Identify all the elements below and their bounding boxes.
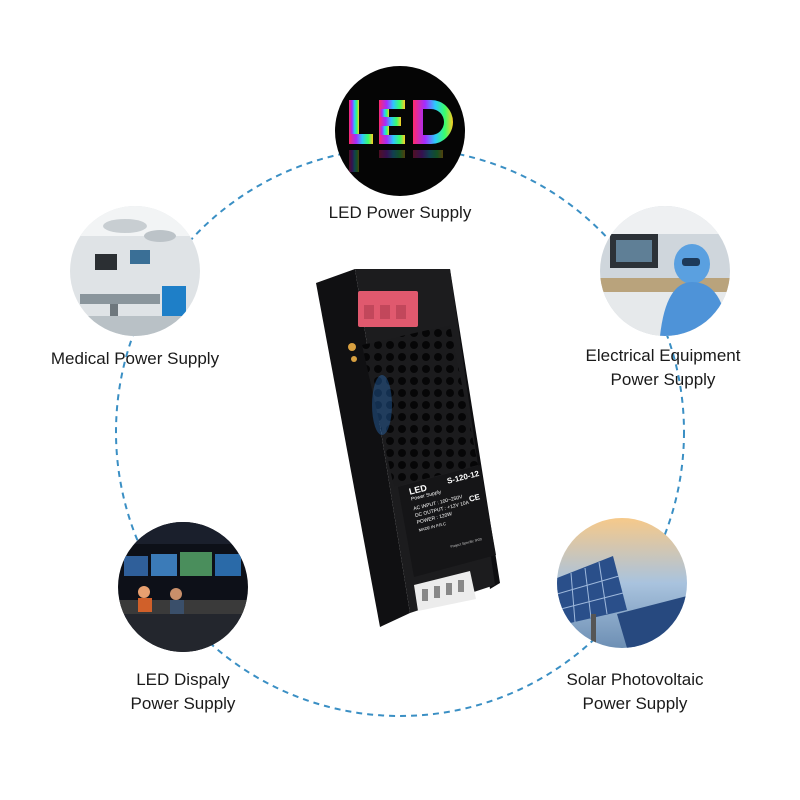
control-room-icon — [118, 522, 248, 652]
solar-application-label: Solar Photovoltaic Power Supply — [566, 670, 704, 713]
display-application-circle — [118, 522, 248, 652]
led-application-circle — [335, 66, 465, 196]
solar-panel-icon — [557, 518, 687, 648]
spec-label-plate — [398, 465, 496, 577]
power-supply-unit: LED Power Supply AC INPUT : 100~250V DC … — [300, 255, 510, 635]
led-application-label: LED Power Supply — [328, 203, 472, 222]
solar-application-circle — [557, 518, 687, 648]
power-supply-illustration — [316, 269, 500, 627]
cleanroom-worker-icon — [600, 206, 730, 336]
electrical-application-circle — [600, 206, 730, 336]
medical-application-label: Medical Power Supply — [50, 349, 220, 368]
operating-room-icon — [70, 206, 200, 336]
electrical-application-label: Electrical Equipment Power Supply — [585, 346, 741, 389]
display-application-label: LED Dispaly Power Supply — [130, 670, 236, 713]
medical-application-circle — [70, 206, 200, 336]
led-sign-icon — [335, 66, 465, 196]
